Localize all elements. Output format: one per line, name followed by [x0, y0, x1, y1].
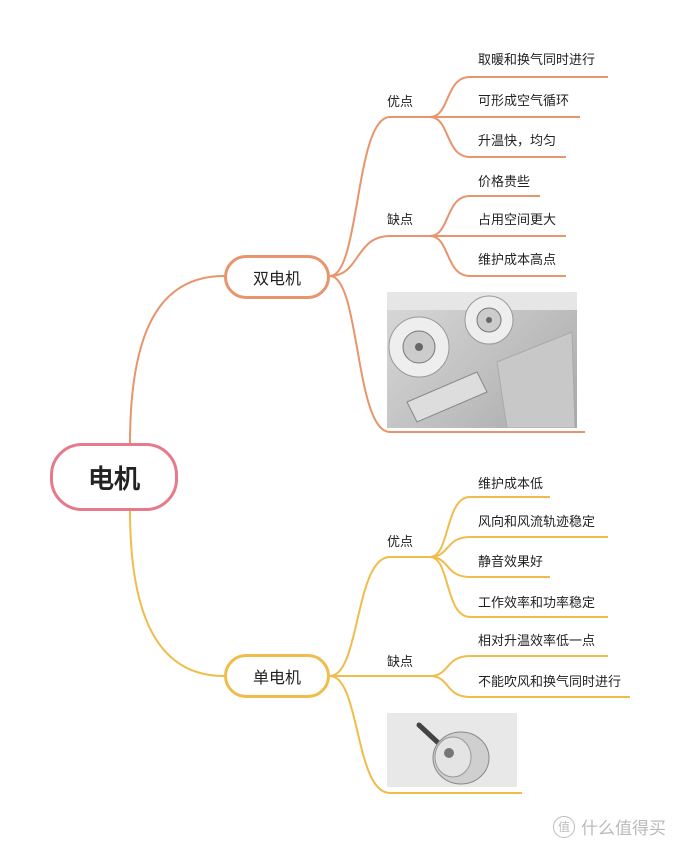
motor-illustration	[416, 722, 490, 785]
pro-item: 工作效率和功率稳定	[478, 596, 596, 611]
con-item: 价格贵些	[478, 175, 531, 190]
con-item: 不能吹风和换气同时进行	[478, 675, 622, 690]
fan-illustration	[387, 292, 577, 428]
con-item: 维护成本高点	[478, 253, 557, 268]
double-motor-photo	[387, 292, 577, 428]
single-motor-photo	[387, 713, 517, 787]
branch-node-single-motor: 单电机	[224, 654, 330, 698]
watermark-logo-icon: 值	[553, 815, 575, 838]
single-motor-connectors	[129, 496, 630, 794]
pro-item: 静音效果好	[478, 555, 544, 570]
watermark: 值 什么值得买	[553, 814, 666, 839]
con-item: 占用空间更大	[478, 213, 557, 228]
single-cons-label: 缺点	[387, 655, 414, 670]
double-motor-connectors	[129, 76, 608, 445]
root-node: 电机	[50, 443, 178, 511]
pro-item: 风向和风流轨迹稳定	[478, 515, 596, 530]
pro-item: 可形成空气循环	[478, 94, 570, 109]
con-item: 相对升温效率低一点	[478, 634, 596, 649]
single-pros-label: 优点	[387, 535, 414, 550]
watermark-text: 什么值得买	[581, 819, 666, 839]
double-pros-label: 优点	[387, 95, 414, 110]
pro-item: 取暖和换气同时进行	[478, 53, 596, 68]
pro-item: 升温快，均匀	[478, 134, 557, 149]
pro-item: 维护成本低	[478, 477, 544, 492]
double-cons-label: 缺点	[387, 213, 414, 228]
branch-node-double-motor: 双电机	[224, 255, 330, 299]
